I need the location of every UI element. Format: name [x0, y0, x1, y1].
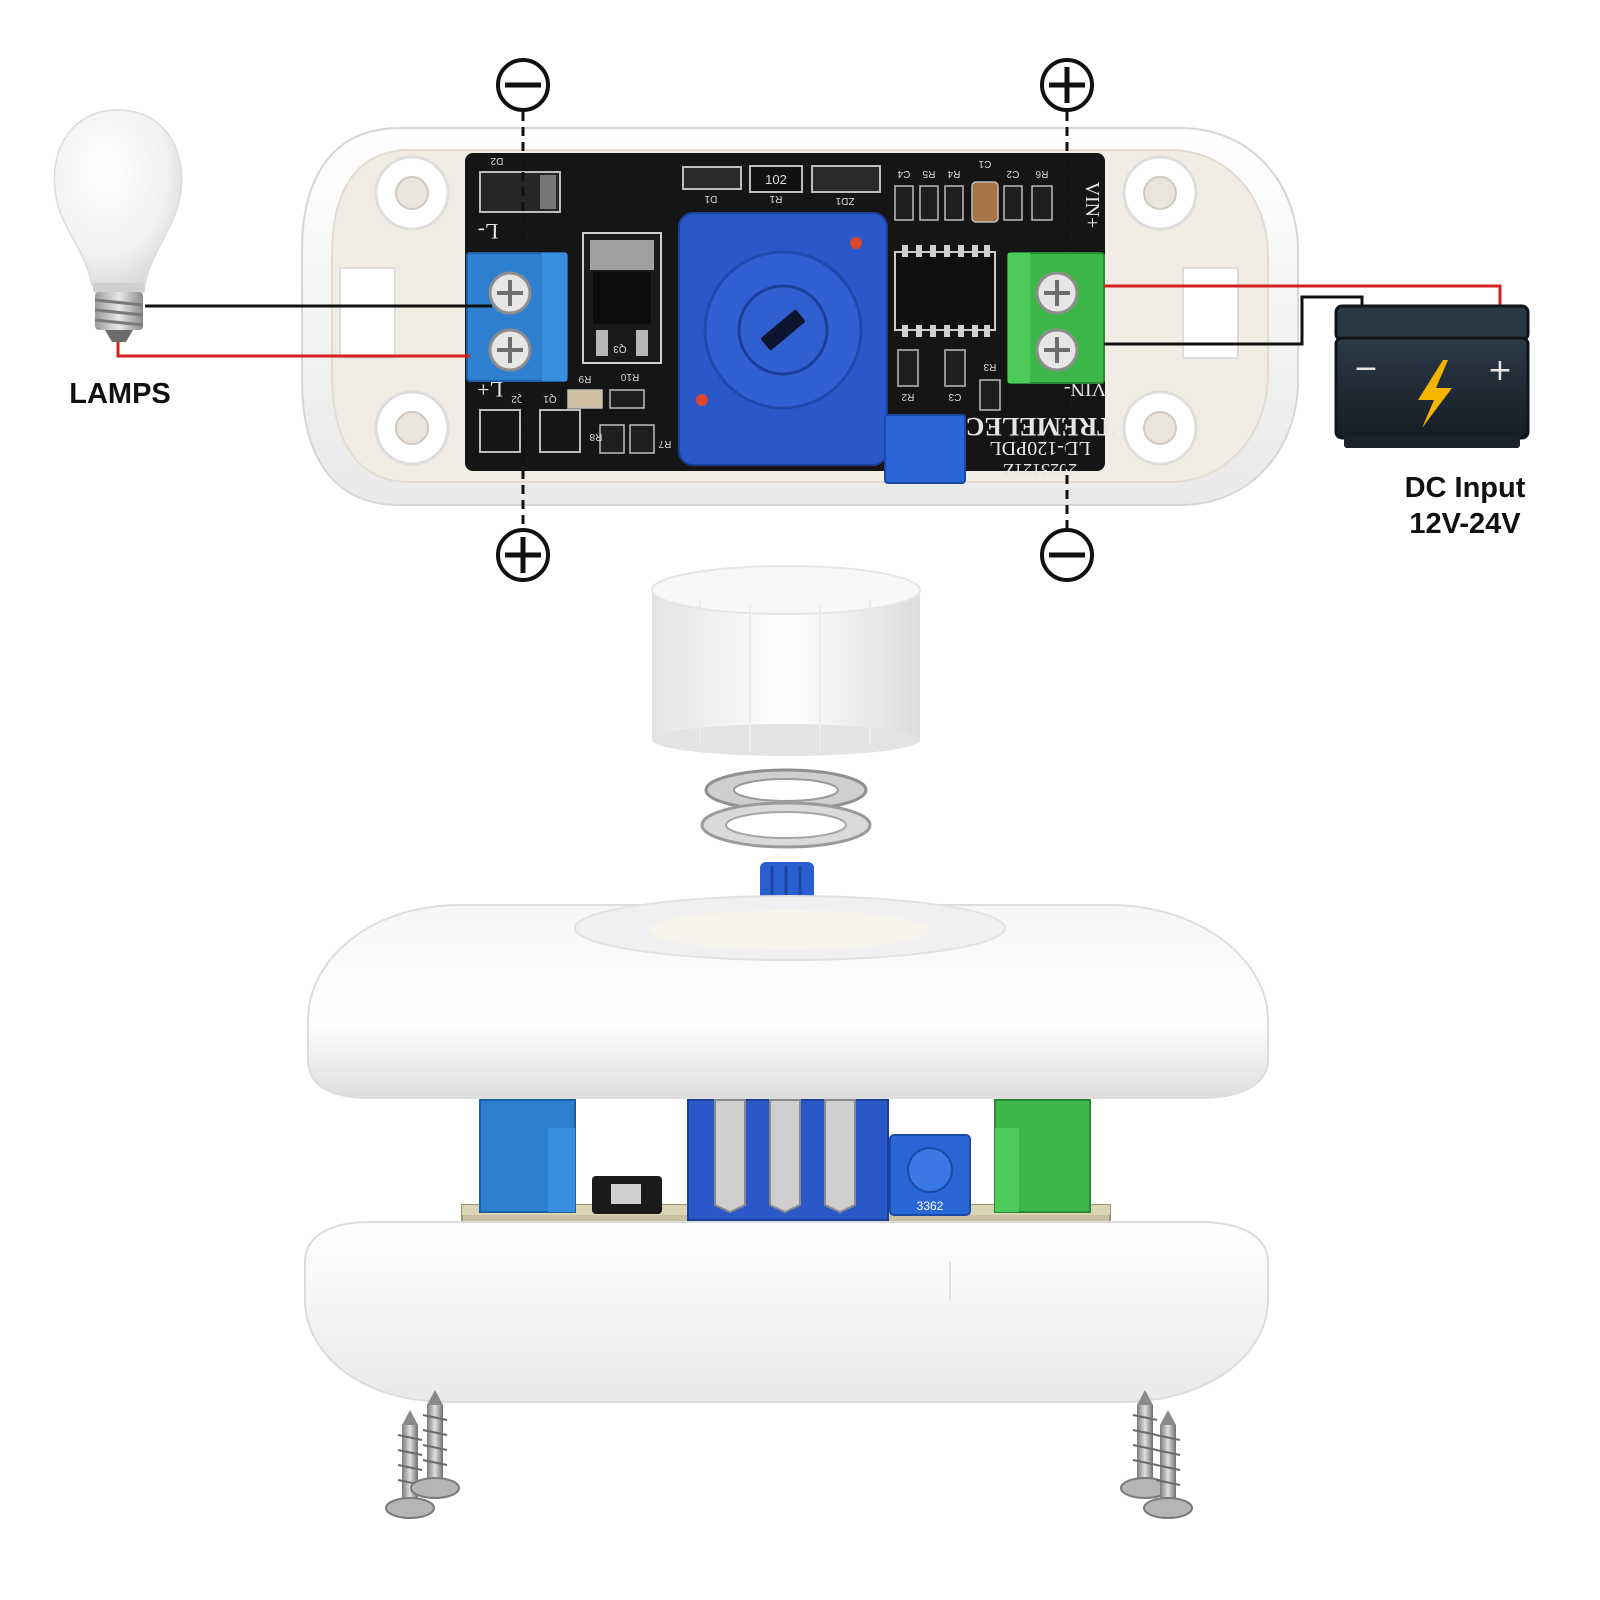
mount-hole — [1122, 155, 1198, 231]
washer — [700, 801, 872, 849]
enclosure-base — [304, 1221, 1269, 1403]
battery-minus-sign: − — [1353, 351, 1378, 386]
knob-cap — [651, 565, 921, 756]
dc-input-line2: 12V-24V — [1409, 508, 1521, 540]
mount-hole — [1122, 390, 1198, 466]
ref-r3: R3 — [983, 361, 996, 372]
ref-q3: Q3 — [613, 343, 627, 354]
ref-q1: Q1 — [543, 393, 557, 404]
dc-input-line1: DC Input — [1404, 472, 1526, 504]
ref-d2: D2 — [490, 155, 503, 166]
pcb-brand-text: TREMELEC — [966, 412, 1115, 441]
ref-r2: R2 — [901, 391, 914, 402]
screw-icon — [1143, 1410, 1193, 1519]
ref-r8: R8 — [589, 431, 602, 442]
pcb-vin-plus-text: VIN+ — [1081, 182, 1103, 229]
trimmer-code: 3362 — [917, 1199, 944, 1213]
hex-nut — [704, 768, 868, 812]
resistor-code: 102 — [765, 172, 787, 187]
bolt-icon — [1418, 360, 1452, 428]
ref-c2: C2 — [1006, 168, 1019, 179]
trimmer-pot — [884, 414, 966, 484]
pcb-model-text: LD-120PDL — [989, 437, 1090, 459]
ref-q2: Q2 — [511, 393, 525, 404]
mosfet-q3 — [582, 232, 662, 364]
plus-circle-icon — [496, 395, 550, 582]
ref-c1: C1 — [978, 158, 991, 169]
screw-icon — [1120, 1390, 1170, 1499]
potentiometer — [678, 212, 966, 484]
screw-icon — [385, 1410, 435, 1519]
ref-r7: R7 — [658, 438, 671, 449]
ref-zd1: ZD1 — [835, 195, 854, 206]
lamp-wires — [116, 304, 492, 358]
screw-icon — [410, 1390, 460, 1499]
battery-plus-sign: + — [1487, 353, 1512, 388]
lamps-label: LAMPS — [69, 378, 171, 410]
ref-r1: R1 — [769, 193, 782, 204]
minus-circle-icon — [1040, 400, 1094, 582]
enclosure-cover — [307, 895, 1269, 1099]
input-terminal-block — [1007, 252, 1105, 384]
ref-c3: C3 — [948, 391, 961, 402]
ref-d1: D1 — [704, 193, 717, 204]
pcb-date-text: 2023121Z — [1003, 460, 1077, 480]
ref-c4: C4 — [897, 168, 910, 179]
ref-r4: R4 — [947, 168, 960, 179]
dc-input-label: DC Input 12V-24V — [1365, 470, 1565, 542]
ref-r9: R9 — [578, 373, 591, 384]
battery-icon: − + — [1334, 304, 1530, 448]
ref-r5: R5 — [922, 168, 935, 179]
minus-circle-icon — [496, 58, 550, 240]
output-terminal-block — [466, 252, 568, 382]
ref-r10: R10 — [620, 371, 639, 382]
pcb-side-view: 3362 — [461, 1099, 1111, 1238]
lamp-bulb-icon — [53, 109, 183, 342]
mount-hole — [374, 155, 450, 231]
pcb-board: 102 — [465, 153, 1114, 480]
mount-hole — [374, 390, 450, 466]
plus-circle-icon — [1040, 58, 1094, 250]
ref-r6: R6 — [1035, 168, 1048, 179]
pcb-out-minus-text: L- — [478, 219, 499, 244]
